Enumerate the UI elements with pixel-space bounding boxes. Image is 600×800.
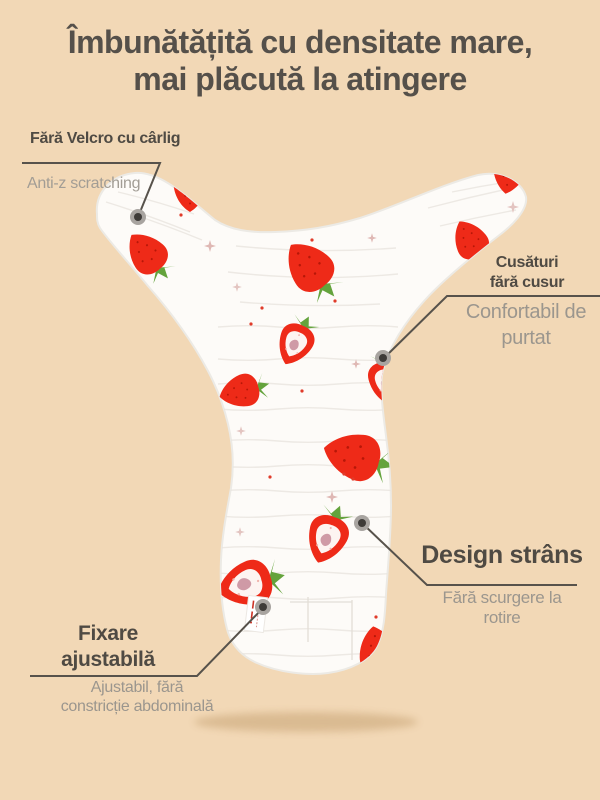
- speck-dot: [300, 389, 304, 393]
- speck-dot: [351, 477, 355, 481]
- title-line-1: Îmbunătățită cu densitate mare,: [67, 24, 533, 60]
- diaper-fabric: [95, 171, 528, 675]
- callout-fix-subtext: Ajustabil, fără constricție abdominală: [61, 679, 214, 717]
- speck-dot: [249, 322, 253, 326]
- design-sub-line1: Fără scurgere la: [442, 588, 562, 607]
- callout-leader-line: [383, 295, 600, 359]
- speck-dot: [179, 213, 183, 217]
- callout-velcro-subtext: Anti-z scratching: [27, 175, 141, 192]
- title-line-2: mai plăcută la atingere: [133, 60, 467, 97]
- fix-sub-line1: Ajustabil, fără: [90, 679, 184, 696]
- callout-fix-label: Fixare ajustabilă: [61, 621, 155, 674]
- speck-dot: [268, 475, 272, 479]
- page-title: Îmbunătățită cu densitate mare, mai plăc…: [0, 24, 600, 98]
- callout-leader-line: [30, 607, 264, 677]
- seams-label-line1: Cusături: [495, 254, 559, 271]
- speck-dot: [374, 615, 378, 619]
- speck-dot: [310, 238, 314, 242]
- seams-label-line2: fără cusur: [489, 274, 565, 291]
- callout-anchor-dot-center: [259, 603, 267, 611]
- callout-anchor-dot-center: [134, 213, 142, 221]
- callout-leader-line: [361, 522, 577, 586]
- fix-sub-line2: constricție abdominală: [60, 697, 214, 715]
- fix-label-line2: ajustabilă: [61, 648, 155, 672]
- seams-sub-line1: Confortabil de: [465, 301, 587, 323]
- callout-leader-line: [22, 162, 162, 218]
- speck-dot: [333, 299, 337, 303]
- speck-dot: [342, 472, 346, 476]
- callout-anchor-dot-center: [379, 354, 387, 362]
- callout-design-subtext: Fără scurgere la rotire: [443, 588, 562, 627]
- fix-label-line1: Fixare: [77, 622, 139, 645]
- callout-design-label: Design strâns: [421, 541, 583, 569]
- ground-shadow: [194, 712, 418, 732]
- seams-sub-line2: purtat: [501, 327, 551, 349]
- speck-dot: [260, 306, 264, 310]
- callout-anchor-dot-center: [358, 519, 366, 527]
- callout-velcro-label: Fără Velcro cu cârlig: [30, 130, 181, 147]
- callout-seams-label: Cusături fără cusur: [489, 253, 565, 293]
- callout-seams-subtext: Confortabil de purtat: [465, 299, 587, 351]
- design-sub-line2: rotire: [483, 607, 521, 627]
